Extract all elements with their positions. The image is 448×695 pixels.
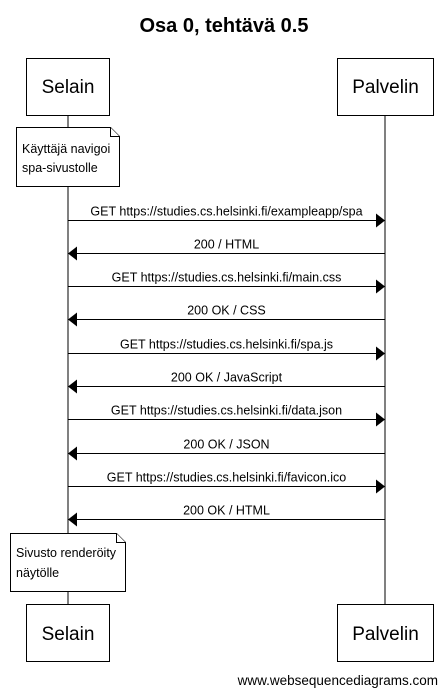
message-label: GET https://studies.cs.helsinki.fi/data.…	[111, 404, 342, 418]
message-label: GET https://studies.cs.helsinki.fi/main.…	[112, 271, 342, 285]
message-arrowhead	[68, 312, 77, 327]
note-user-navigates-line-1: Käyttäjä navigoi	[22, 142, 110, 156]
message-label: GET https://studies.cs.helsinki.fi/spa.j…	[120, 338, 333, 352]
note-site-rendered: Sivusto renderöity näytölle	[10, 533, 126, 592]
message-arrowhead	[376, 412, 385, 427]
note-user-navigates: Käyttäjä navigoi spa-sivustolle	[16, 127, 120, 187]
participant-palvelin-top: Palvelin	[337, 58, 434, 116]
message-9: GET https://studies.cs.helsinki.fi/favic…	[68, 471, 385, 494]
participant-selain-bottom: Selain	[26, 604, 110, 662]
message-arrowhead	[68, 246, 77, 261]
message-arrowhead	[68, 512, 77, 527]
participant-selain-top: Selain	[26, 58, 110, 116]
watermark: www.websequencediagrams.com	[237, 673, 438, 688]
message-arrowhead	[376, 279, 385, 294]
message-2: 200 / HTML	[68, 238, 385, 261]
message-label: 200 / HTML	[194, 238, 259, 252]
message-arrowhead	[68, 379, 77, 394]
message-label: 200 OK / HTML	[183, 504, 270, 518]
message-label: 200 OK / JSON	[183, 438, 269, 452]
message-5: GET https://studies.cs.helsinki.fi/spa.j…	[68, 338, 385, 361]
message-arrowhead	[376, 346, 385, 361]
message-arrowhead	[376, 479, 385, 494]
diagram-title: Osa 0, tehtävä 0.5	[140, 15, 309, 37]
participant-palvelin-bottom: Palvelin	[337, 604, 434, 662]
message-arrowhead	[68, 446, 77, 461]
message-3: GET https://studies.cs.helsinki.fi/main.…	[68, 271, 385, 294]
participant-selain-top-label: Selain	[42, 77, 95, 98]
note-site-rendered-line-2: näytölle	[16, 566, 59, 580]
message-7: GET https://studies.cs.helsinki.fi/data.…	[68, 404, 385, 427]
message-10: 200 OK / HTML	[68, 504, 385, 527]
message-label: GET https://studies.cs.helsinki.fi/examp…	[90, 205, 362, 219]
message-label: 200 OK / CSS	[187, 304, 266, 318]
participant-selain-bottom-label: Selain	[42, 624, 95, 645]
note-user-navigates-line-2: spa-sivustolle	[22, 161, 98, 175]
message-list: GET https://studies.cs.helsinki.fi/examp…	[68, 205, 385, 527]
note-site-rendered-line-1: Sivusto renderöity	[16, 546, 117, 560]
message-arrowhead	[376, 213, 385, 228]
message-6: 200 OK / JavaScript	[68, 371, 385, 394]
message-label: GET https://studies.cs.helsinki.fi/favic…	[107, 471, 347, 485]
participant-palvelin-top-label: Palvelin	[352, 77, 419, 98]
message-4: 200 OK / CSS	[68, 304, 385, 327]
message-8: 200 OK / JSON	[68, 438, 385, 461]
participant-palvelin-bottom-label: Palvelin	[352, 624, 419, 645]
message-1: GET https://studies.cs.helsinki.fi/examp…	[68, 205, 385, 228]
message-label: 200 OK / JavaScript	[171, 371, 283, 385]
